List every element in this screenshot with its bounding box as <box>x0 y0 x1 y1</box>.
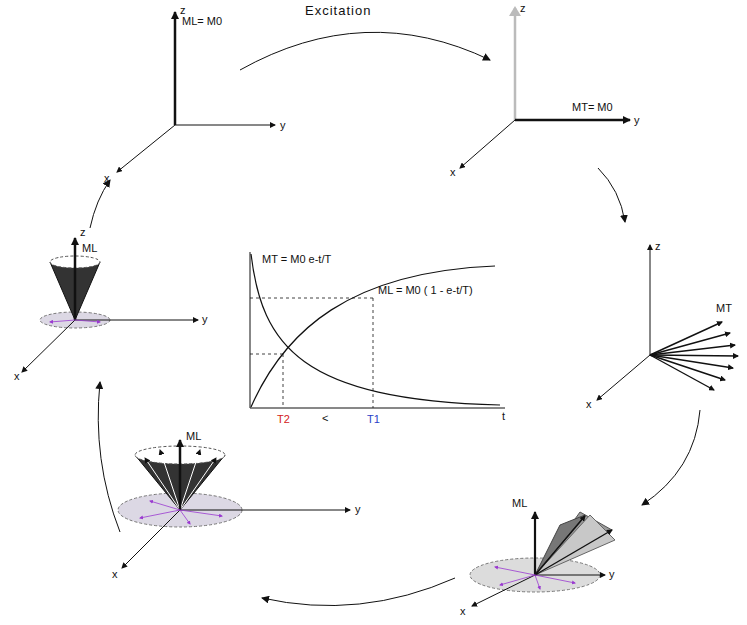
axis-label: y <box>280 119 286 132</box>
axis-label: z <box>520 2 526 15</box>
formula-label: MT = M0 e-t/T <box>262 253 331 266</box>
axis-label: x <box>14 370 20 383</box>
formula-label: ML = M0 ( 1 - e-t/T) <box>378 284 473 297</box>
magnetization-label: MT= M0 <box>572 101 613 114</box>
axis-label: y <box>609 568 615 581</box>
axis-label: x <box>460 605 466 618</box>
time-constant: T2 <box>277 413 290 426</box>
time-constant: T1 <box>367 413 380 426</box>
axis-label: z <box>80 226 86 239</box>
magnetization-label: ML= M0 <box>182 15 222 28</box>
axis-label: x <box>586 398 592 411</box>
axis-label: y <box>202 313 208 326</box>
axis-label: z <box>655 240 661 253</box>
axis-label: t <box>502 410 505 423</box>
magnetization-label: ML <box>82 242 97 255</box>
axis-label: z <box>180 4 186 17</box>
process-label: Excitation <box>305 4 371 17</box>
axis-label: y <box>355 503 361 516</box>
magnetization-label: MT <box>716 302 732 315</box>
comparison-sign: < <box>322 412 328 425</box>
axis-label: x <box>112 568 118 581</box>
magnetization-label: ML <box>186 430 201 443</box>
axis-label: y <box>634 114 640 127</box>
axis-label: x <box>450 166 456 179</box>
axis-label: x <box>104 172 110 185</box>
magnetization-label: ML <box>512 497 527 510</box>
